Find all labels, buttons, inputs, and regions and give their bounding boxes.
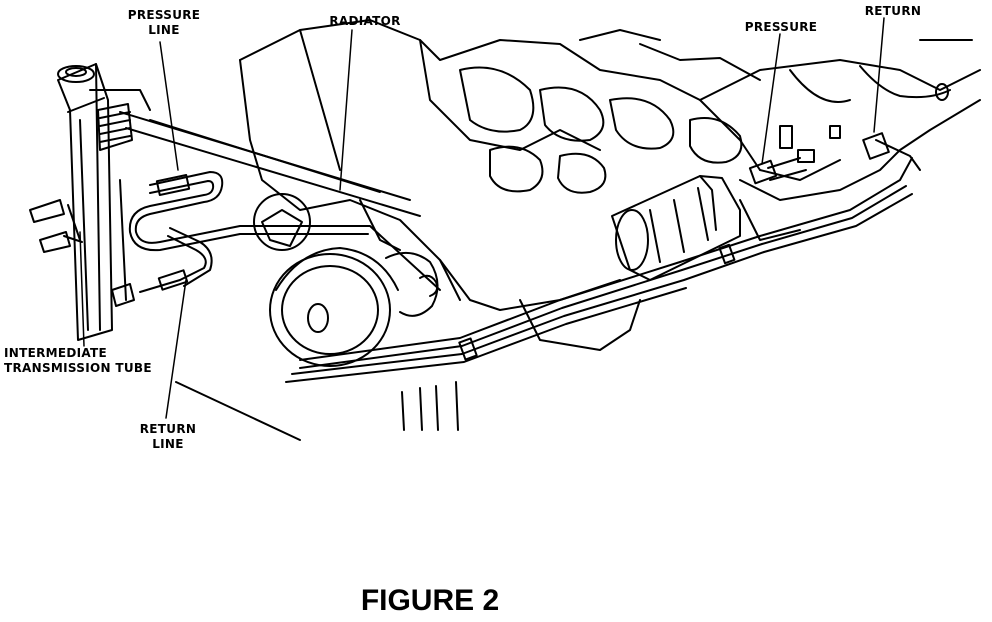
intermediate-tube-label: INTERMEDIATE TRANSMISSION TUBE [4,346,184,376]
transmission-case [700,40,980,240]
pressure-line-label-line1: PRESSURE [127,8,201,22]
pressure-line-label-line2: LINE [148,23,180,37]
trans-pressure-fitting [750,126,814,183]
figure-caption: FIGURE 2 [360,584,500,617]
return-line-label-line2: LINE [152,437,184,451]
radiator-label: RADIATOR [320,14,410,29]
leader-lines [80,18,884,418]
intermediate-tube-label-line2: TRANSMISSION TUBE [4,361,152,375]
return-label-text: RETURN [864,4,922,18]
cooler-lines-front [130,172,440,292]
intermediate-tube-label-line1: INTERMEDIATE [4,346,108,360]
trans-return-fitting [830,126,920,170]
return-label: RETURN [858,4,928,19]
return-line-label: RETURN LINE [130,422,206,452]
return-line-label-line1: RETURN [139,422,197,436]
bellhousing [254,194,438,366]
pressure-label: PRESSURE [736,20,826,35]
radiator-label-text: RADIATOR [329,14,401,28]
oil-pan [520,300,640,350]
starter-motor [612,176,740,280]
radiator [58,64,150,340]
radiator-fittings [30,200,134,306]
pressure-label-text: PRESSURE [744,20,818,34]
cooler-lines-rear [286,158,912,382]
engine-block [240,20,760,310]
frame-rail [120,112,420,440]
crossmember [402,382,458,430]
pressure-line-label: PRESSURE LINE [116,8,212,38]
